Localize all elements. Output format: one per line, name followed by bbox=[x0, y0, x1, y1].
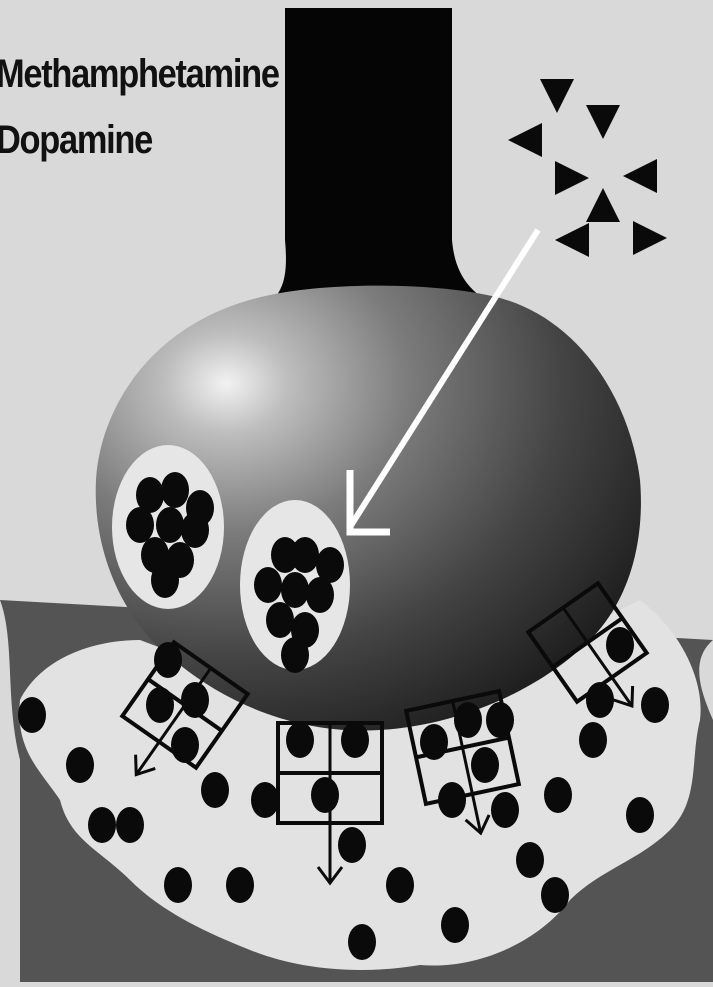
dopamine-dot bbox=[251, 782, 279, 818]
dopamine-dot bbox=[348, 924, 376, 960]
dopamine-dot bbox=[516, 842, 544, 878]
dopamine-dot bbox=[286, 722, 314, 758]
dopamine-dot bbox=[88, 807, 116, 843]
dopamine-dot bbox=[579, 722, 607, 758]
dopamine-dot bbox=[338, 827, 366, 863]
dopamine-dot bbox=[254, 567, 282, 603]
dopamine-dot bbox=[386, 867, 414, 903]
dopamine-dot bbox=[641, 687, 669, 723]
dopamine-dot bbox=[311, 777, 339, 813]
dopamine-dot bbox=[471, 747, 499, 783]
dopamine-dot bbox=[441, 907, 469, 943]
dopamine-dot bbox=[201, 772, 229, 808]
dopamine-dot bbox=[281, 637, 309, 673]
dopamine-dot bbox=[626, 797, 654, 833]
dopamine-label: Dopamine bbox=[0, 120, 152, 160]
dopamine-dot bbox=[161, 472, 189, 508]
dopamine-dot bbox=[164, 867, 192, 903]
dopamine-dot bbox=[306, 577, 334, 613]
dopamine-dot bbox=[291, 537, 319, 573]
dopamine-dot bbox=[126, 507, 154, 543]
dopamine-dot bbox=[151, 562, 179, 598]
dopamine-dot bbox=[341, 722, 369, 758]
dopamine-dot bbox=[266, 602, 294, 638]
methamphetamine-label: Methamphetamine bbox=[0, 54, 279, 94]
dopamine-dot bbox=[181, 512, 209, 548]
dopamine-dot bbox=[156, 507, 184, 543]
dopamine-dot bbox=[541, 877, 569, 913]
dopamine-dot bbox=[116, 807, 144, 843]
dopamine-dot bbox=[281, 572, 309, 608]
dopamine-dot bbox=[226, 867, 254, 903]
dopamine-dot bbox=[491, 792, 519, 828]
dopamine-dot bbox=[544, 777, 572, 813]
dopamine-dot bbox=[66, 747, 94, 783]
dopamine-dot bbox=[606, 627, 634, 663]
dopamine-dot bbox=[18, 697, 46, 733]
